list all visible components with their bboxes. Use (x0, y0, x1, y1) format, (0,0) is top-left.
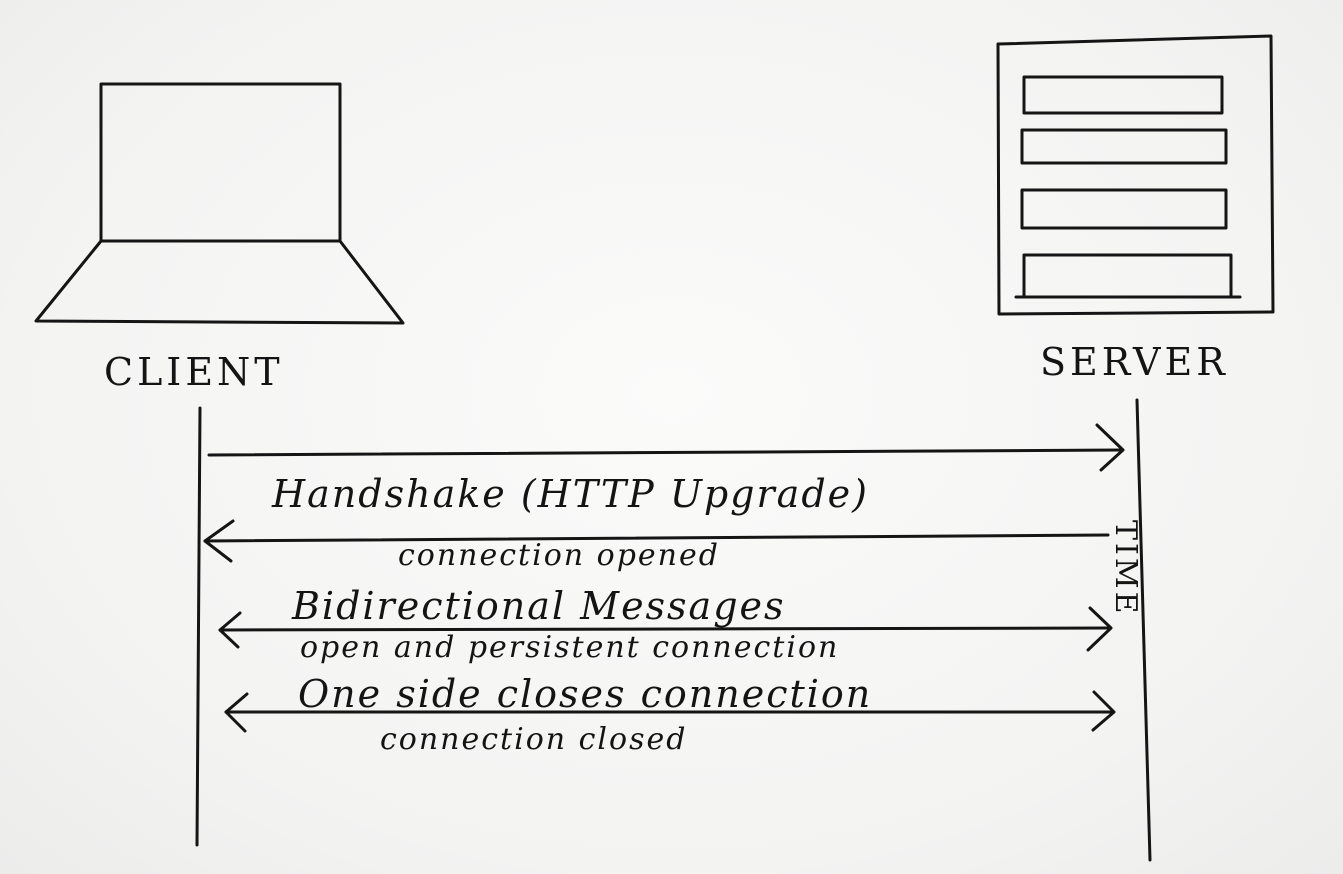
time-label: TIME (1108, 520, 1143, 617)
handshake-label: Handshake (HTTP Upgrade) (272, 472, 869, 516)
connection-opened-arrow (203, 519, 1110, 563)
bidirectional-messages-arrow (218, 606, 1113, 652)
server-label: SERVER (1040, 340, 1229, 384)
persistent-connection-label: open and persistent connection (300, 630, 840, 665)
bidirectional-messages-label: Bidirectional Messages (292, 584, 786, 628)
one-side-closes-label: One side closes connection (298, 672, 873, 716)
client-lifeline (195, 406, 202, 847)
server-rack-unit-2 (1020, 128, 1228, 165)
server-rack-unit-4 (1022, 253, 1233, 299)
handshake-arrow (207, 423, 1125, 472)
connection-opened-label: connection opened (398, 538, 720, 573)
laptop-screen (99, 82, 342, 243)
server-cabinet (996, 34, 1275, 316)
server-lifeline (1135, 398, 1152, 862)
close-connection-arrow (224, 690, 1116, 733)
server-rack-unit-3 (1020, 188, 1228, 230)
client-label: CLIENT (104, 350, 284, 394)
server-rack-unit-1 (1022, 75, 1224, 115)
laptop-icon (34, 82, 405, 325)
laptop-base (34, 239, 405, 325)
server-icon (996, 34, 1275, 316)
connection-closed-label: connection closed (380, 722, 688, 757)
